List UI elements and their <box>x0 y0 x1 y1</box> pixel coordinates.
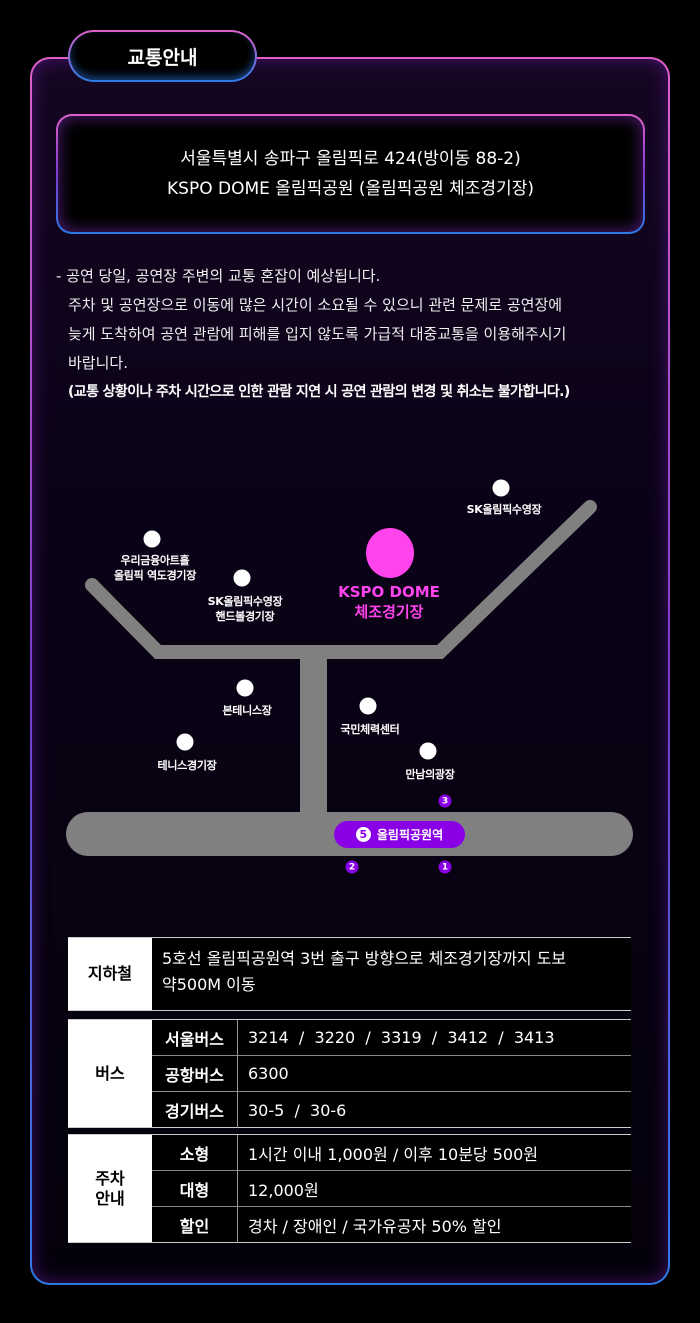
exit-badge: 3 <box>438 794 452 808</box>
notice-line2: 주차 및 공연장으로 이동에 많은 시간이 소요될 수 있으니 관련 문제로 공… <box>68 296 563 314</box>
map-road-upper <box>85 500 597 659</box>
notice-warning: (교통 상황이나 주차 시간으로 인한 관람 지연 시 공연 관람의 변경 및 … <box>68 384 570 400</box>
notice-line3: 늦게 도착하여 공연 관람에 피해를 입지 않도록 가급적 대중교통을 이용해주… <box>68 325 567 343</box>
address-line2: KSPO DOME 올림픽공원 (올림픽공원 체조경기장) <box>167 179 534 199</box>
notice-line1: - 공연 당일, 공연장 주변의 교통 혼잡이 예상됩니다. <box>56 267 381 285</box>
map-road-stem <box>300 652 327 817</box>
place-label: SK올림픽수영장 <box>466 503 542 516</box>
place-label: 국민체력센터 <box>340 723 400 736</box>
place-label: 테니스경기장 <box>157 759 217 772</box>
address-box: 서울특별시 송파구 올림픽로 424(방이동 88-2) KSPO DOME 올… <box>56 114 645 234</box>
exit-badge: 2 <box>345 860 359 874</box>
subway-section: 지하철 5호선 올림픽공원역 3번 출구 방향으로 체조경기장까지 도보 약50… <box>68 937 631 1011</box>
place-marker <box>233 569 251 587</box>
place-label: 만남의광장 <box>405 768 455 781</box>
place-marker <box>176 733 194 751</box>
section-title: 교통안내 <box>70 32 255 80</box>
exit-badge: 1 <box>438 860 452 874</box>
subway-label: 지하철 <box>68 938 152 1010</box>
place-marker <box>143 530 161 548</box>
line-number-icon: 5 <box>355 827 371 842</box>
station-name: 올림픽공원역 <box>376 828 444 842</box>
traffic-notice: - 공연 당일, 공연장 주변의 교통 혼잡이 예상됩니다. 주차 및 공연장으… <box>56 262 656 407</box>
place-marker <box>359 697 377 715</box>
place-marker <box>492 479 510 497</box>
place-marker <box>419 742 437 760</box>
station-badge: 5 올림픽공원역 <box>334 821 465 848</box>
venue-marker <box>366 528 414 578</box>
place-marker <box>236 679 254 697</box>
address-line1: 서울특별시 송파구 올림픽로 424(방이동 88-2) <box>180 149 521 169</box>
bus-label: 버스 <box>68 1020 152 1127</box>
subway-text: 5호선 올림픽공원역 3번 출구 방향으로 체조경기장까지 도보 <box>162 949 567 968</box>
subway-text2: 약500M 이동 <box>162 975 256 994</box>
section-tab: 교통안내 <box>68 30 257 82</box>
place-label: 본테니스장 <box>222 704 272 717</box>
notice-line4: 바랍니다. <box>68 354 128 372</box>
